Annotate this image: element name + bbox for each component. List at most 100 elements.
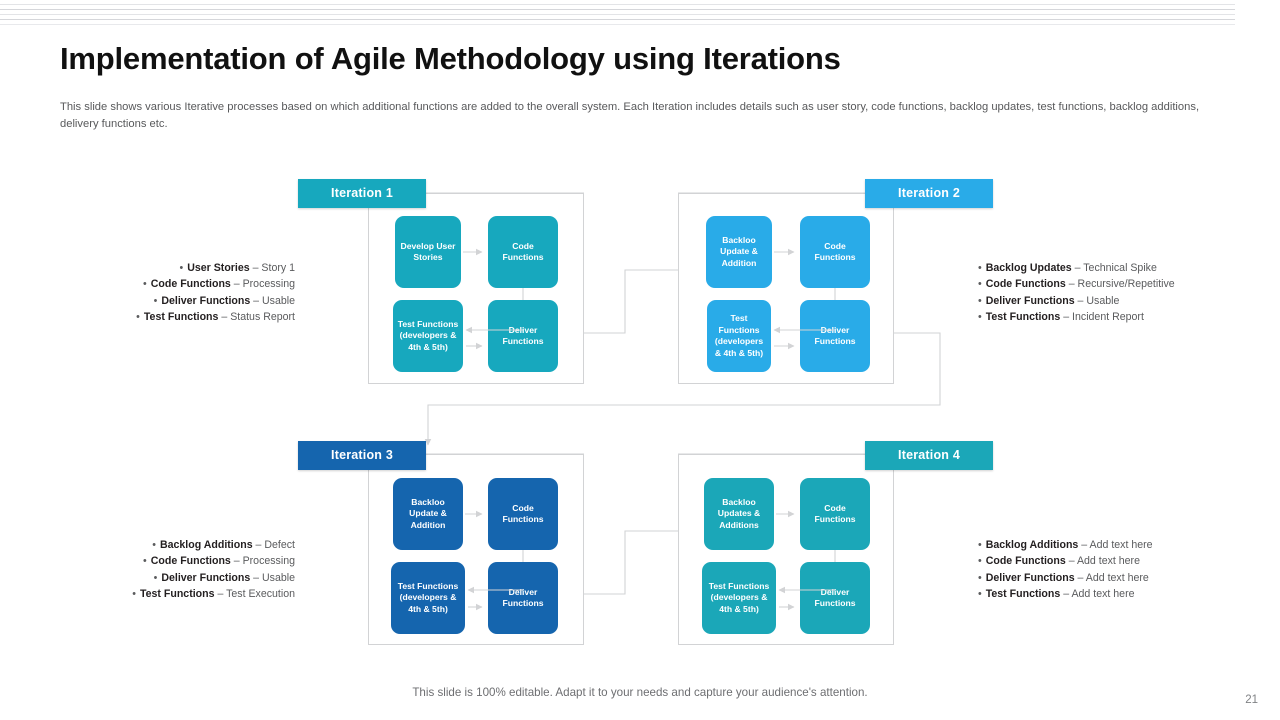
iteration-2-panel bbox=[678, 193, 894, 384]
iteration-3-panel bbox=[368, 454, 584, 645]
stripe bbox=[0, 19, 1235, 20]
iteration-3-details: •Backlog Additions – Defect•Code Functio… bbox=[60, 537, 295, 603]
bullet-term: Deliver Functions bbox=[985, 571, 1075, 584]
iterations-diagram: Iteration 1 Iteration 2 Iteration 3 Iter… bbox=[0, 160, 1280, 670]
node-backlog-updates-additions[interactable]: Backloo Updates & Additions bbox=[704, 478, 774, 550]
bullet-item: •Code Functions – Recursive/Repetitive bbox=[978, 276, 1258, 292]
bullet-value: – Usable bbox=[250, 571, 295, 584]
bullet-item: •Test Functions – Test Execution bbox=[60, 586, 295, 602]
bullet-dot-icon: • bbox=[153, 294, 158, 307]
page-title: Implementation of Agile Methodology usin… bbox=[60, 41, 841, 76]
bullet-dot-icon: • bbox=[978, 588, 982, 601]
iteration-2-tab[interactable]: Iteration 2 bbox=[865, 179, 993, 208]
bullet-dot-icon: • bbox=[978, 539, 982, 551]
node-deliver-functions[interactable]: Deliver Functions bbox=[800, 300, 870, 372]
bullet-term: Backlog Additions bbox=[159, 539, 253, 551]
bullet-value: – Add text here bbox=[1060, 588, 1135, 601]
bullet-dot-icon: • bbox=[978, 262, 982, 274]
bullet-item: •Test Functions – Status Report bbox=[60, 309, 295, 325]
bullet-value: – Processing bbox=[230, 278, 295, 291]
bullet-item: •Backlog Additions – Add text here bbox=[978, 537, 1258, 553]
node-test-functions[interactable]: Test Functions (developers & 4th & 5th) bbox=[391, 562, 465, 634]
bullet-dot-icon: • bbox=[143, 278, 147, 291]
bullet-value: – Usable bbox=[250, 294, 295, 307]
bullet-item: •User Stories – Story 1 bbox=[60, 260, 295, 276]
bullet-item: •Deliver Functions – Usable bbox=[60, 293, 295, 309]
bullet-item: •Deliver Functions – Usable bbox=[60, 570, 295, 586]
bullet-term: Code Functions bbox=[150, 278, 231, 291]
node-test-functions[interactable]: Test Functions (developers & 4th & 5th) bbox=[393, 300, 463, 372]
bullet-dot-icon: • bbox=[978, 555, 982, 568]
bullet-dot-icon: • bbox=[132, 588, 136, 601]
node-deliver-functions[interactable]: Deliver Functions bbox=[800, 562, 870, 634]
bullet-value: – Status Report bbox=[218, 311, 295, 324]
bullet-dot-icon: • bbox=[978, 278, 982, 291]
node-backlog-update-addition[interactable]: Backloo Update & Addition bbox=[706, 216, 772, 288]
node-deliver-functions[interactable]: Deliver Functions bbox=[488, 562, 558, 634]
bullet-value: – Recursive/Repetitive bbox=[1065, 278, 1175, 291]
bullet-item: •Deliver Functions – Usable bbox=[978, 293, 1258, 309]
iteration-1-details: •User Stories – Story 1•Code Functions –… bbox=[60, 260, 295, 326]
bullet-value: – Story 1 bbox=[249, 262, 295, 274]
stripe bbox=[0, 14, 1235, 15]
stripe bbox=[0, 9, 1235, 10]
node-backlog-update-addition[interactable]: Backloo Update & Addition bbox=[393, 478, 463, 550]
bullet-dot-icon: • bbox=[136, 311, 140, 324]
bullet-item: •Backlog Additions – Defect bbox=[60, 537, 295, 553]
node-code-functions[interactable]: Code Functions bbox=[488, 478, 558, 550]
bullet-term: Deliver Functions bbox=[161, 294, 251, 307]
bullet-dot-icon: • bbox=[978, 571, 982, 584]
iteration-4-tab[interactable]: Iteration 4 bbox=[865, 441, 993, 470]
bullet-dot-icon: • bbox=[978, 294, 982, 307]
bullet-term: Deliver Functions bbox=[161, 571, 251, 584]
bullet-value: – Technical Spike bbox=[1071, 262, 1157, 274]
bullet-value: – Defect bbox=[252, 539, 295, 551]
bullet-term: Test Functions bbox=[139, 588, 215, 601]
top-decorative-stripes bbox=[0, 0, 1280, 28]
bullet-value: – Usable bbox=[1074, 294, 1120, 307]
bullet-term: Backlog Additions bbox=[985, 539, 1079, 551]
bullet-term: Code Functions bbox=[985, 278, 1066, 291]
iteration-4-panel bbox=[678, 454, 894, 645]
bullet-term: Backlog Updates bbox=[985, 262, 1072, 274]
bullet-item: •Code Functions – Processing bbox=[60, 276, 295, 292]
stripe bbox=[0, 24, 1235, 25]
bullet-term: Deliver Functions bbox=[985, 294, 1075, 307]
bullet-item: •Test Functions – Incident Report bbox=[978, 309, 1258, 325]
bullet-item: •Deliver Functions – Add text here bbox=[978, 570, 1258, 586]
node-test-functions[interactable]: Test Functions (developers & 4th & 5th) bbox=[702, 562, 776, 634]
bullet-value: – Processing bbox=[230, 555, 295, 568]
bullet-term: Code Functions bbox=[985, 555, 1066, 568]
node-deliver-functions[interactable]: Deliver Functions bbox=[488, 300, 558, 372]
stripe bbox=[0, 4, 1235, 5]
bullet-item: •Code Functions – Add text here bbox=[978, 553, 1258, 569]
bullet-term: Test Functions bbox=[985, 588, 1061, 601]
node-test-functions[interactable]: Test Functions (developers & 4th & 5th) bbox=[707, 300, 771, 372]
bullet-value: – Add text here bbox=[1065, 555, 1140, 568]
bullet-dot-icon: • bbox=[179, 262, 184, 274]
node-code-functions[interactable]: Code Functions bbox=[800, 478, 870, 550]
iteration-1-panel bbox=[368, 193, 584, 384]
node-code-functions[interactable]: Code Functions bbox=[488, 216, 558, 288]
node-code-functions[interactable]: Code Functions bbox=[800, 216, 870, 288]
bullet-dot-icon: • bbox=[152, 539, 156, 551]
bullet-dot-icon: • bbox=[143, 555, 147, 568]
iteration-3-tab[interactable]: Iteration 3 bbox=[298, 441, 426, 470]
bullet-item: •Code Functions – Processing bbox=[60, 553, 295, 569]
page-subtitle: This slide shows various Iterative proce… bbox=[60, 101, 1200, 130]
page-number: 21 bbox=[1245, 694, 1258, 706]
bullet-item: •Test Functions – Add text here bbox=[978, 586, 1258, 602]
bullet-dot-icon: • bbox=[153, 571, 158, 584]
bullet-term: Code Functions bbox=[150, 555, 231, 568]
iteration-1-tab[interactable]: Iteration 1 bbox=[298, 179, 426, 208]
iteration-2-details: •Backlog Updates – Technical Spike•Code … bbox=[978, 260, 1258, 326]
bullet-value: – Incident Report bbox=[1060, 311, 1144, 324]
bullet-term: Test Functions bbox=[985, 311, 1061, 324]
bullet-term: User Stories bbox=[187, 262, 250, 274]
bullet-dot-icon: • bbox=[978, 311, 982, 324]
bullet-item: •Backlog Updates – Technical Spike bbox=[978, 260, 1258, 276]
iteration-4-details: •Backlog Additions – Add text here•Code … bbox=[978, 537, 1258, 603]
bullet-value: – Add text here bbox=[1078, 539, 1153, 551]
bullet-value: – Add text here bbox=[1074, 571, 1149, 584]
node-develop-user-stories[interactable]: Develop User Stories bbox=[395, 216, 461, 288]
